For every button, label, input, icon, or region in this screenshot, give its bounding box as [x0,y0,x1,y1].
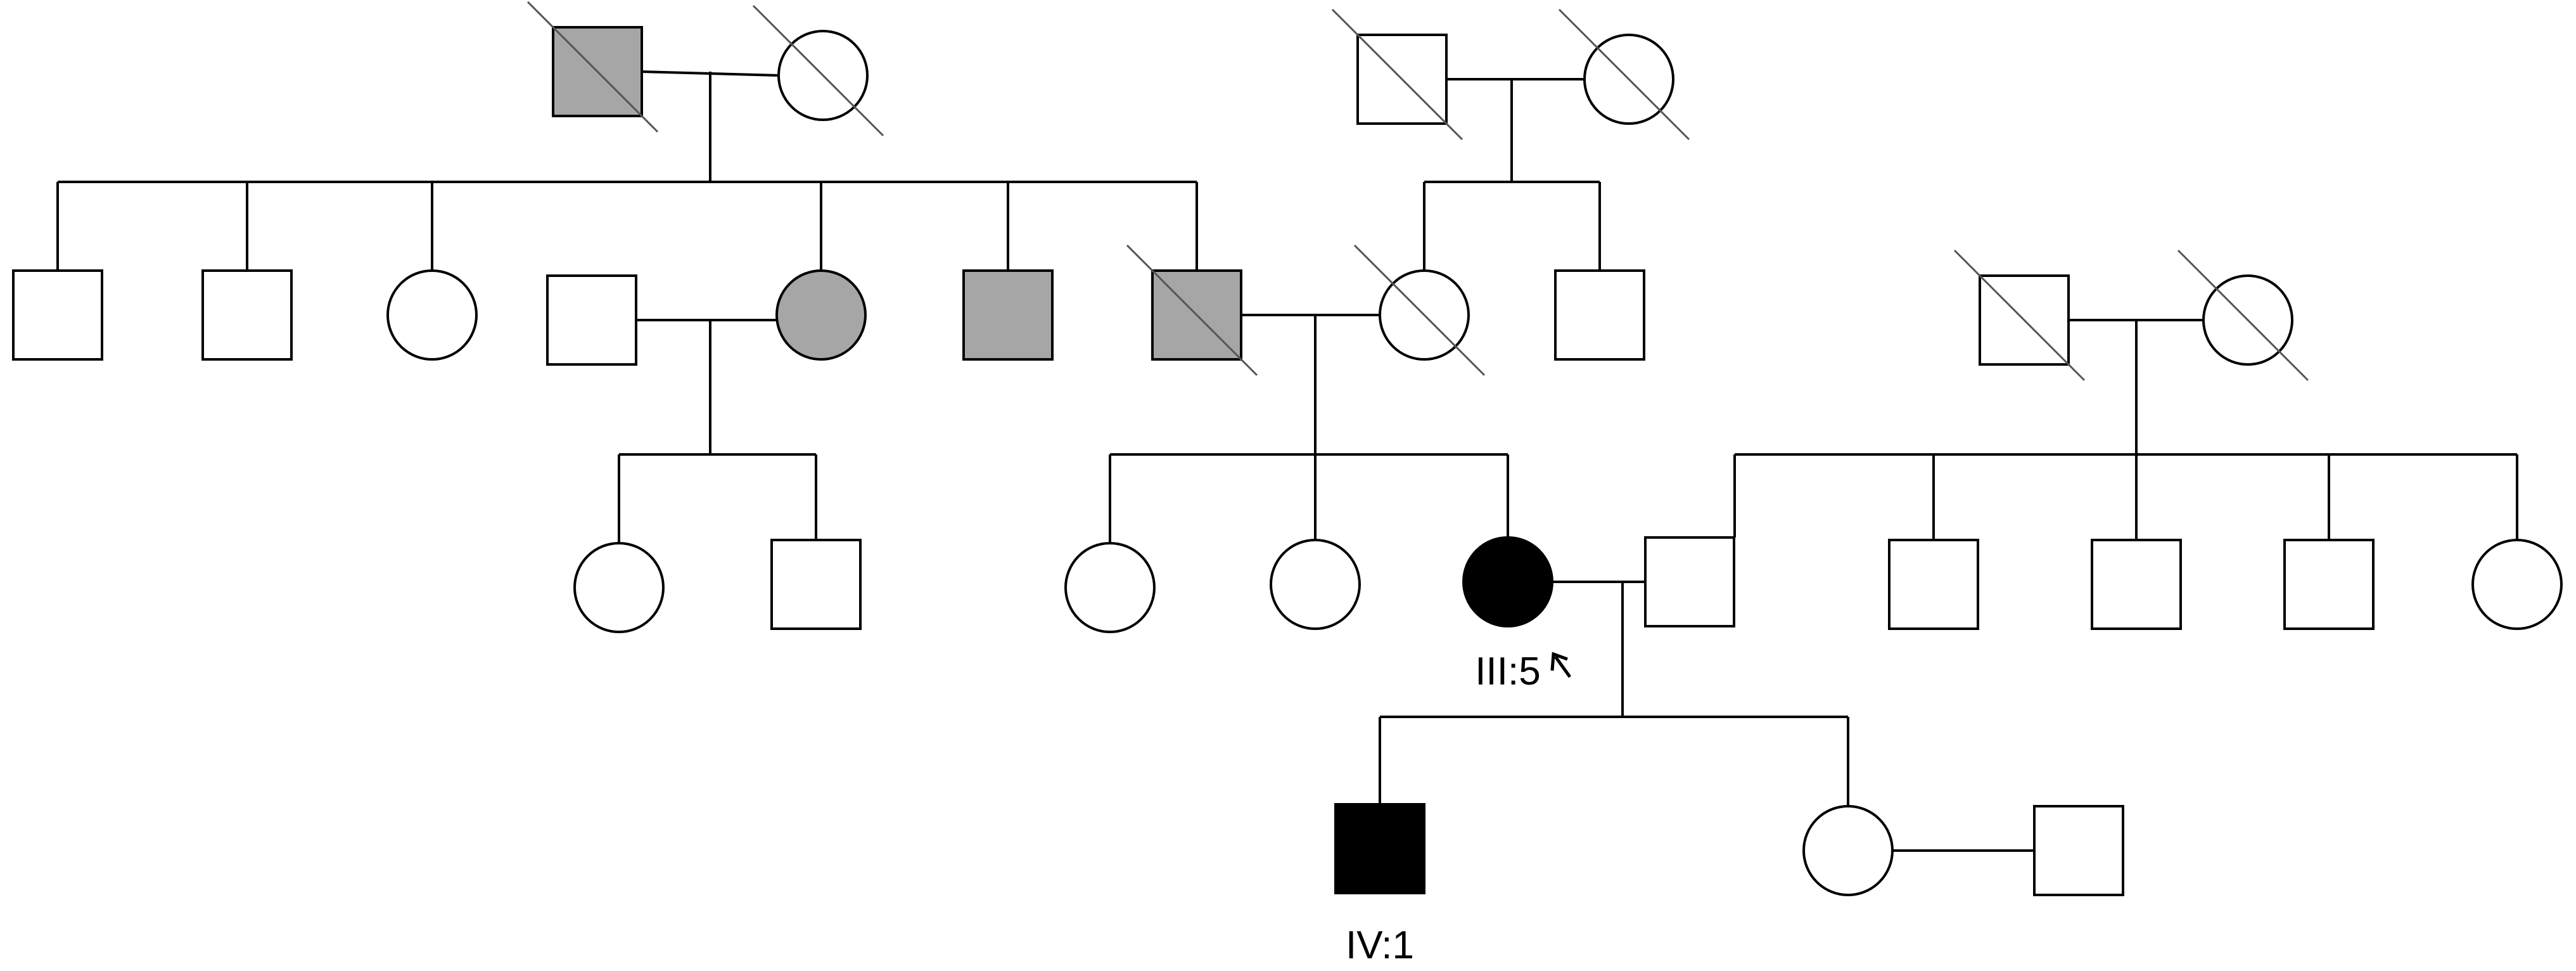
male-square-icon [1554,269,1645,361]
deceased-slash-icon [1331,8,1463,141]
deceased-slash-icon [1558,8,1690,141]
male-square-icon [201,269,293,361]
pedigree-individuals [12,1,2563,896]
label-index-son: IV:1 [1346,923,1414,967]
individual-g3-proband [1462,536,1553,627]
male-square-icon [770,539,862,630]
male-square-icon [1888,539,1979,630]
individual-g3-cousin-m [770,539,862,630]
individual-g1-grandmother2 [1558,8,1690,141]
male-square-icon [1644,536,1735,627]
deceased-slash-icon [1126,244,1258,376]
individual-g2-son2 [201,269,293,361]
individual-g2-grandmother3 [2177,249,2309,382]
deceased-slash-icon [2177,249,2309,382]
individual-g2-daughter1 [386,269,478,361]
male-square-icon [12,269,103,361]
individual-g1-grandfather2 [1331,8,1463,141]
male-square-icon [546,274,637,366]
individual-g4-son [1334,803,1425,894]
male-square-icon [2033,805,2124,896]
male-square-icon [1334,803,1425,894]
individual-g1-grandmother [752,4,884,137]
individual-g3-cousin-f [573,542,665,633]
deceased-slash-icon [752,4,884,137]
individual-g3-sil [2471,539,2563,630]
individual-g3-bil3 [2283,539,2375,630]
male-square-icon [2283,539,2375,630]
individual-g2-son-wifeside [1554,269,1645,361]
individual-g2-son4 [1126,244,1258,376]
individual-g3-bil2 [2091,539,2182,630]
female-circle-icon [1064,542,1156,633]
deceased-slash-icon [1953,249,2086,382]
male-square-icon [2091,539,2182,630]
female-circle-icon [1802,805,1894,896]
individual-g2-son3 [962,269,1054,361]
female-circle-icon [1462,536,1553,627]
deceased-slash-icon [1353,244,1486,376]
female-circle-icon [573,542,665,633]
individual-g3-sister2 [1270,539,1361,630]
individual-g4-daughter-spouse [2033,805,2124,896]
individual-g4-daughter [1802,805,1894,896]
individual-g2-grandfather3 [1953,249,2086,382]
individual-g3-sister1 [1064,542,1156,633]
deceased-slash-icon [526,1,659,133]
pedigree-lines [56,70,2518,852]
female-circle-icon [1270,539,1361,630]
female-circle-icon [386,269,478,361]
individual-g2-inlaw-husband [546,274,637,366]
individual-g3-husband [1644,536,1735,627]
individual-g2-son1 [12,269,103,361]
individual-g2-wife [1353,244,1486,376]
female-circle-icon [775,269,867,361]
individual-g2-daughter2 [775,269,867,361]
label-proband: III:5 [1475,650,1540,693]
female-circle-icon [2471,539,2563,630]
proband-arrow-icon [1550,652,1572,678]
individual-g3-bil1 [1888,539,1979,630]
individual-g1-grandfather [526,1,659,133]
pedigree-annotations: III:5 IV:1 [1346,650,1572,967]
male-square-icon [962,269,1054,361]
